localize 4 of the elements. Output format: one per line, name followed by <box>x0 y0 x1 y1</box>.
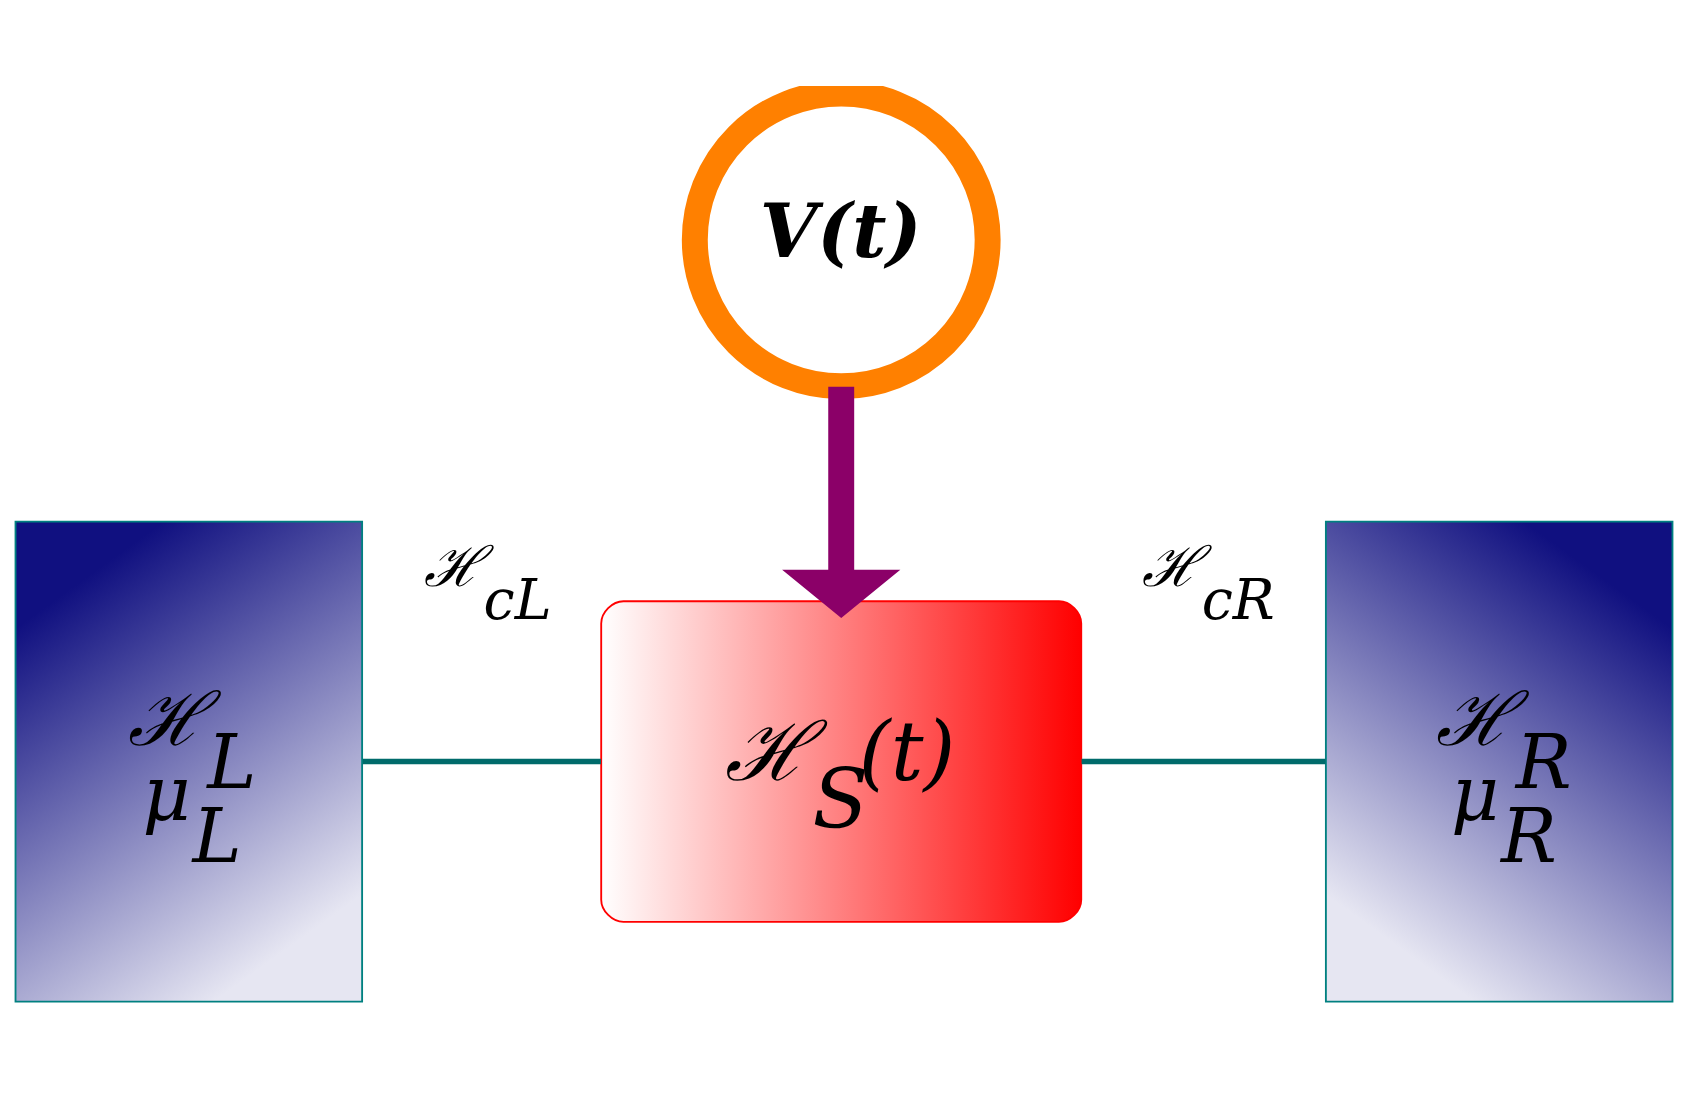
node-circle: V(t) <box>681 86 1001 400</box>
arrow <box>782 386 901 618</box>
connector <box>362 758 601 765</box>
connector <box>1081 758 1326 765</box>
